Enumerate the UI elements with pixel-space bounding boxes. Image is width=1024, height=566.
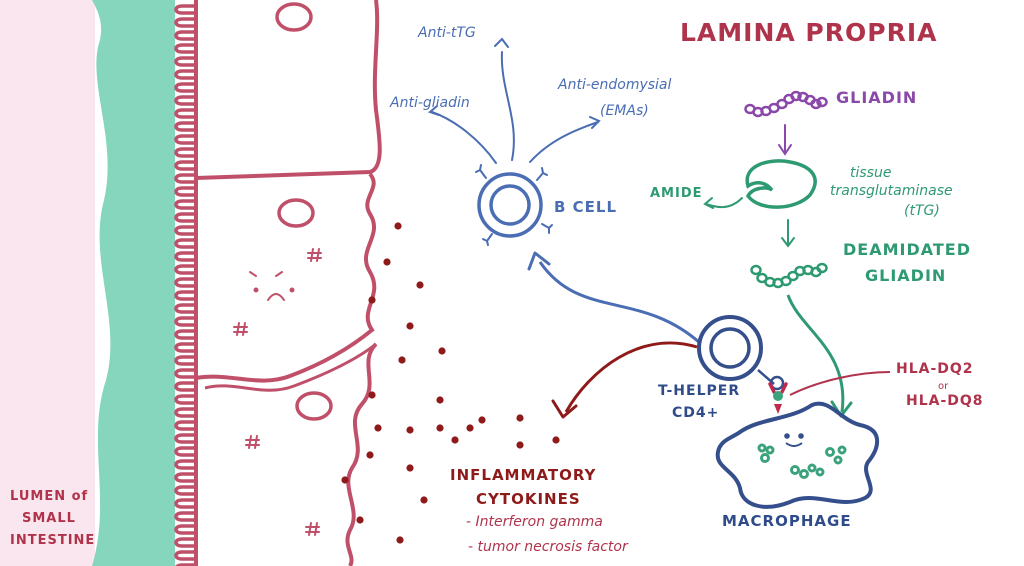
t-to-cytokine-arrow — [566, 343, 697, 412]
b-cell-illustration — [476, 165, 552, 245]
amide-label: AMIDE — [650, 187, 703, 200]
cytokines-title-line-1: INFLAMMATORY — [450, 468, 596, 483]
ttg-label-line-2: transglutaminase — [830, 184, 953, 198]
t-helper-label-line-1: T-HELPER — [658, 384, 740, 398]
b-cell-label: B CELL — [554, 200, 617, 215]
macrophage-inclusions — [759, 445, 845, 478]
ttg-enzyme — [747, 161, 815, 207]
t-helper-cell-illustration — [699, 317, 783, 389]
lumen-label-line-2: SMALL — [22, 512, 76, 525]
cytokines-title-line-2: CYTOKINES — [476, 492, 581, 507]
epithelial-cell-2-inner — [205, 344, 376, 390]
deamidated-to-macrophage-arrow — [788, 295, 843, 412]
cytokine-item-tnf: - tumor necrosis factor — [468, 540, 628, 554]
ttg-label-line-3: (tTG) — [904, 204, 940, 218]
mucus-layer — [92, 0, 175, 566]
hla-or-label: or — [938, 382, 948, 392]
nucleus-2 — [279, 200, 313, 226]
gliadin-label: GLIADIN — [836, 90, 917, 106]
anti-endomysial-label: Anti-endomysial — [558, 78, 671, 92]
deamidated-gliadin-chain — [752, 264, 827, 287]
ttg-to-amide-arrow — [705, 198, 742, 208]
anti-gliadin-label: Anti-gliadin — [390, 96, 470, 110]
nucleus-3 — [297, 393, 331, 419]
macrophage-label: MACROPHAGE — [722, 514, 852, 529]
anti-ttg-label: Anti-tTG — [418, 26, 476, 40]
deamidated-label-line-1: DEAMIDATED — [843, 242, 971, 258]
lumen-label-line-1: LUMEN of — [10, 490, 88, 503]
t-helper-label-line-2: CD4+ — [672, 406, 719, 420]
deamidated-label-line-2: GLIADIN — [865, 268, 946, 284]
hla-dq2-label: HLA-DQ2 — [896, 362, 974, 376]
macrophage-face — [785, 434, 803, 446]
emas-label: (EMAs) — [600, 104, 649, 118]
nucleus-1 — [277, 4, 311, 30]
macrophage-illustration — [718, 404, 877, 507]
cytokine-item-interferon: - Interferon gamma — [466, 515, 603, 529]
gliadin-chain — [746, 92, 827, 116]
epithelial-cell-1 — [196, 0, 380, 178]
diagram-title: LAMINA PROPRIA — [680, 20, 937, 45]
ttg-label-line-1: tissue — [850, 166, 891, 180]
hla-dq8-label: HLA-DQ8 — [906, 394, 984, 408]
lumen-label-line-3: INTESTINE — [10, 534, 95, 547]
lumen-region — [0, 0, 95, 566]
gliadin-to-ttg-arrow — [779, 125, 791, 154]
ttg-to-deamidated-arrow — [782, 220, 794, 246]
t-to-b-arrow — [540, 262, 700, 343]
microvilli-brush-border — [176, 6, 196, 566]
